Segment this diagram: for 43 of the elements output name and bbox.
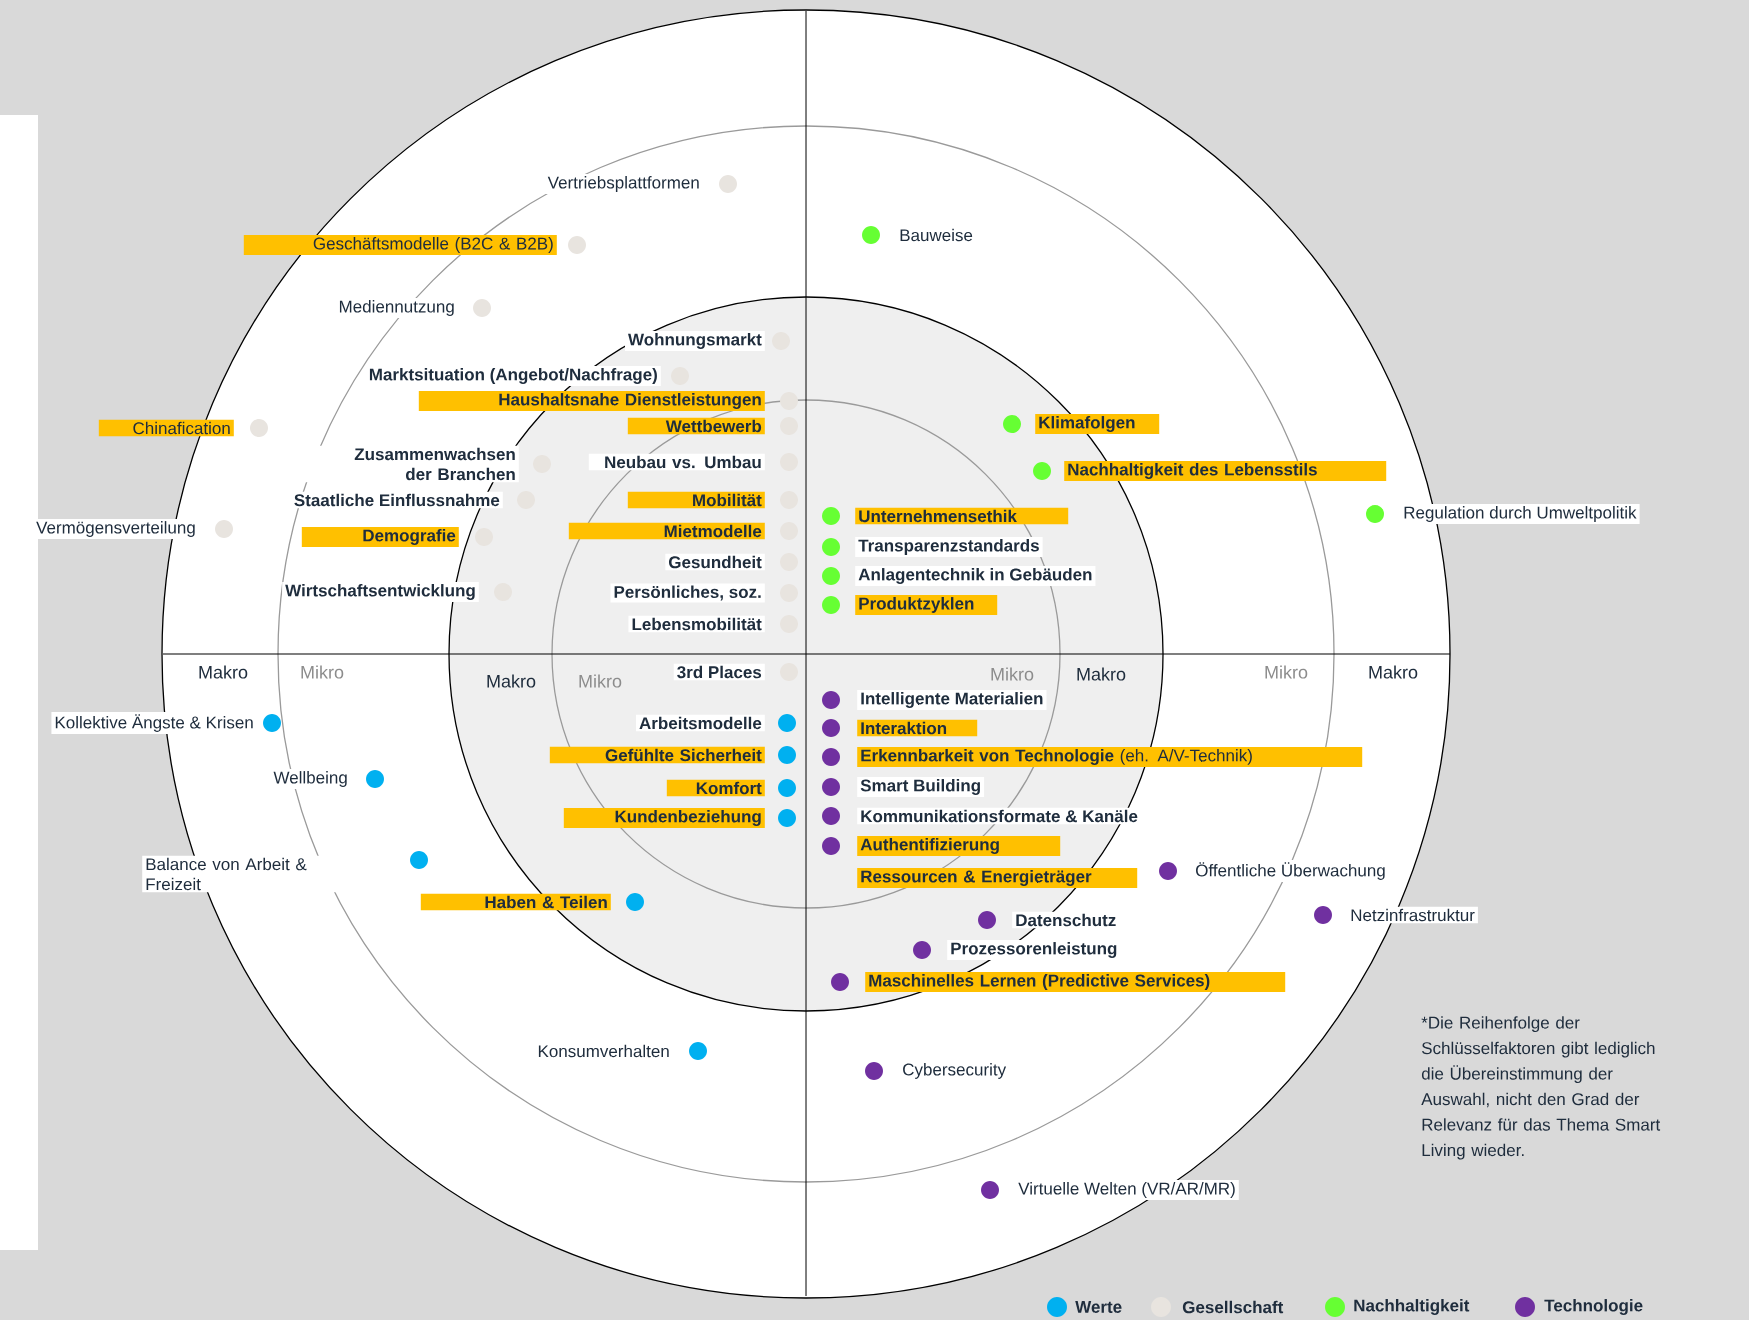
factor-label: Geschäftsmodelle (B2C & B2B) [243, 235, 557, 255]
legend-label: Werte [1075, 1301, 1122, 1313]
factor-label: Haushaltsnahe Dienstleistungen [418, 391, 765, 411]
ring-label: Makro [1369, 665, 1418, 679]
factor-label: Wellbeing [270, 769, 351, 789]
factor-label: Authentifizierung [857, 836, 1061, 856]
factor-label: Öffentliche Überwachung [1192, 860, 1389, 882]
legend-label: Nachhaltigkeit [1354, 1299, 1470, 1315]
factor-label: Wirtschaftsentwicklung [282, 582, 479, 602]
factor-label: Mediennutzung [335, 298, 458, 318]
ring-label: Makro [487, 674, 536, 688]
factor-label: Smart Building [857, 777, 985, 797]
factor-label: Klimafolgen [1035, 414, 1160, 434]
factor-label: Marktsituation (Angebot/Nachfrage) [365, 366, 661, 386]
factor-label: Virtuelle Welten (VR/AR/MR) [1015, 1180, 1239, 1200]
factor-label: Transparenzstandards [855, 537, 1043, 557]
factor-label: Demografie [301, 527, 459, 547]
ring-label: Mikro [579, 674, 622, 688]
ring-label: Mikro [301, 665, 344, 679]
ring-label: Mikro [1265, 665, 1308, 679]
ring-label: Mikro [991, 667, 1034, 681]
factor-label: Intelligente Materialien [857, 690, 1047, 710]
factor-label: Vermögensverteilung [33, 519, 199, 539]
factor-label: Zusammenwachsen der Branchen [292, 445, 519, 483]
factor-label: Regulation durch Umweltpolitik [1400, 504, 1640, 524]
factor-label: Maschinelles Lernen (Predictive Services) [865, 972, 1286, 992]
factor-label: Erkennbarkeit von Technologie (eh. A/V-Technik) [857, 747, 1363, 767]
factor-label: Prozessorenleistung [947, 940, 1121, 960]
factor-label: Wohnungsmarkt [625, 331, 765, 351]
legend-label: Gesellschaft [1182, 1300, 1284, 1314]
factor-label: Cybersecurity [899, 1061, 1010, 1081]
factor-label: Ressourcen & Energieträger [857, 868, 1138, 888]
factor-label: Vertriebsplattformen [544, 174, 703, 194]
ring-label: Makro [199, 665, 248, 679]
factor-label: Kundenbeziehung [563, 808, 765, 828]
factor-label: Nachhaltigkeit des Lebensstils [1064, 461, 1387, 481]
footnote: *Die Reihenfolge der Schlüsselfaktoren gibt lediglich die Übereinstimmung der Auswahl, nicht den Grad der Relevanz für das Thema Smart Living wieder. [1421, 1016, 1661, 1160]
factor-label: Anlagentechnik in Gebäuden [855, 566, 1096, 586]
factor-label: Balance von Arbeit & Freizeit [142, 855, 349, 893]
legend-label: Technologie [1544, 1299, 1643, 1315]
ring-label: Makro [1077, 667, 1126, 681]
factor-label: Kollektive Ängste & Krisen [51, 712, 257, 734]
factor-label: Produktzyklen [855, 595, 998, 615]
